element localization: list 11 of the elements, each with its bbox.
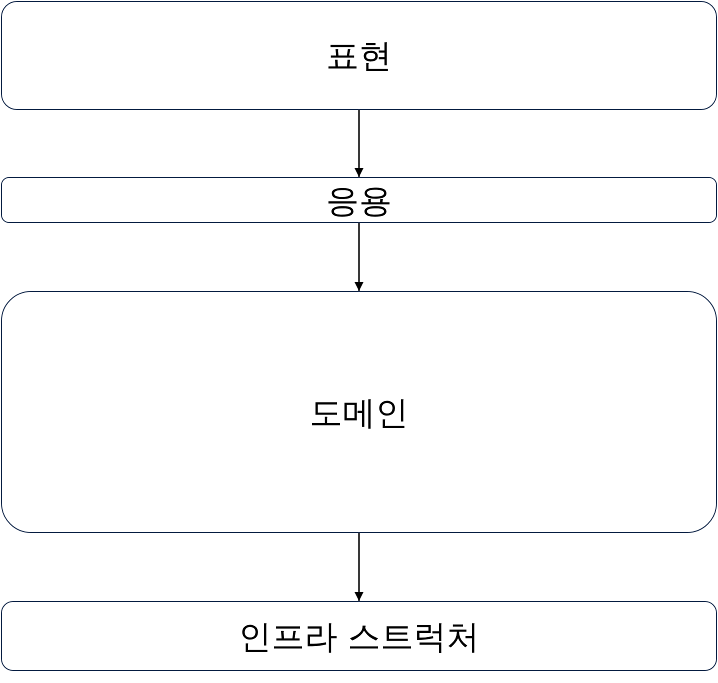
process-box: [1, 177, 717, 223]
box-label: 인프라 스트럭처: [238, 620, 480, 652]
arrow: [354, 533, 364, 601]
box-label: 표현: [326, 39, 392, 72]
process-box: [1, 601, 717, 671]
box-label: 도메인: [310, 396, 408, 428]
arrow: [354, 110, 364, 177]
process-box: [1, 1, 717, 110]
box-label: 응용: [326, 184, 392, 216]
arrow: [354, 223, 364, 291]
process-box: [1, 291, 717, 533]
